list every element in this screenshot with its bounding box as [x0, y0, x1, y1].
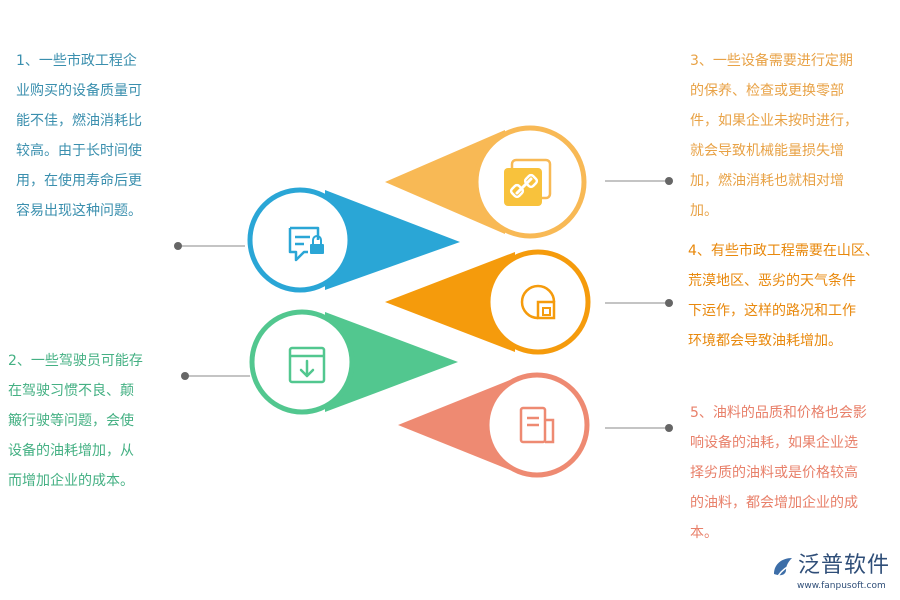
item-1-line: 用，在使用寿命后更 — [16, 173, 142, 189]
item-4-line: 下运作，这样的路况和工作 — [688, 303, 856, 319]
logo-name: 泛普软件 — [798, 553, 891, 578]
item-3-line: 就会导致机械能量损失增 — [690, 143, 844, 159]
item-2-line: 在驾驶习惯不良、颠 — [8, 383, 134, 399]
connector-5-dot — [665, 424, 673, 432]
item-5-text: 5、油料的品质和价格也会影 响设备的油耗，如果企业选 择劣质的油料或是价格较高 … — [690, 398, 867, 548]
item-5-line: 本。 — [690, 525, 718, 541]
item-4-text: 4、有些市政工程需要在山区、 荒漠地区、恶劣的天气条件 下运作，这样的路况和工作… — [688, 236, 879, 356]
item-3-line: 加，燃油消耗也就相对增 — [690, 173, 844, 189]
item-5-line: 择劣质的油料或是价格较高 — [690, 465, 858, 481]
download-box-icon — [288, 346, 326, 384]
item-3-line: 件，如果企业未按时进行， — [690, 113, 858, 129]
item-5-line: 5、油料的品质和价格也会影 — [690, 405, 867, 421]
document-icon — [519, 406, 555, 444]
item-3-bubble — [385, 125, 587, 239]
item-1-bubble — [247, 187, 460, 293]
item-1-line: 较高。由于长时间使 — [16, 143, 142, 159]
item-3-line: 加。 — [690, 203, 718, 219]
item-2-bubble — [249, 309, 458, 415]
chart-window-icon — [520, 284, 556, 320]
item-4-line: 4、有些市政工程需要在山区、 — [688, 243, 879, 259]
item-2-line: 2、一些驾驶员可能存 — [8, 353, 143, 369]
item-4-line: 环境都会导致油耗增加。 — [688, 333, 842, 349]
item-5-line: 的油料，都会增加企业的成 — [690, 495, 858, 511]
connector-4-dot — [665, 299, 673, 307]
message-lock-icon — [288, 226, 324, 262]
item-3-line: 3、一些设备需要进行定期 — [690, 53, 853, 69]
connector-1-dot — [174, 242, 182, 250]
item-2-line: 而增加企业的成本。 — [8, 473, 134, 489]
link-icon — [504, 158, 552, 206]
item-5-line: 响设备的油耗，如果企业选 — [690, 435, 858, 451]
logo-mark-icon — [774, 558, 795, 577]
item-2-line: 簸行驶等问题，会使 — [8, 413, 134, 429]
item-1-line: 容易出现这种问题。 — [16, 203, 142, 219]
connector-2-dot — [181, 372, 189, 380]
item-1-line: 业购买的设备质量可 — [16, 83, 142, 99]
item-1-line: 1、一些市政工程企 — [16, 53, 137, 69]
logo-url: www.fanpusoft.com — [797, 581, 886, 591]
connector-3-dot — [665, 177, 673, 185]
item-3-text: 3、一些设备需要进行定期 的保养、检查或更换零部 件，如果企业未按时进行， 就会… — [690, 46, 858, 226]
item-1-text: 1、一些市政工程企 业购买的设备质量可 能不佳，燃油消耗比 较高。由于长时间使 … — [16, 46, 142, 226]
item-2-line: 设备的油耗增加，从 — [8, 443, 134, 459]
item-4-bubble — [385, 249, 591, 355]
item-4-line: 荒漠地区、恶劣的天气条件 — [688, 273, 856, 289]
item-3-line: 的保养、检查或更换零部 — [690, 83, 844, 99]
item-2-text: 2、一些驾驶员可能存 在驾驶习惯不良、颠 簸行驶等问题，会使 设备的油耗增加，从… — [8, 346, 143, 496]
item-5-bubble — [398, 372, 590, 478]
brand-logo: 泛普软件 www.fanpusoft.com — [770, 552, 895, 596]
item-1-line: 能不佳，燃油消耗比 — [16, 113, 142, 129]
